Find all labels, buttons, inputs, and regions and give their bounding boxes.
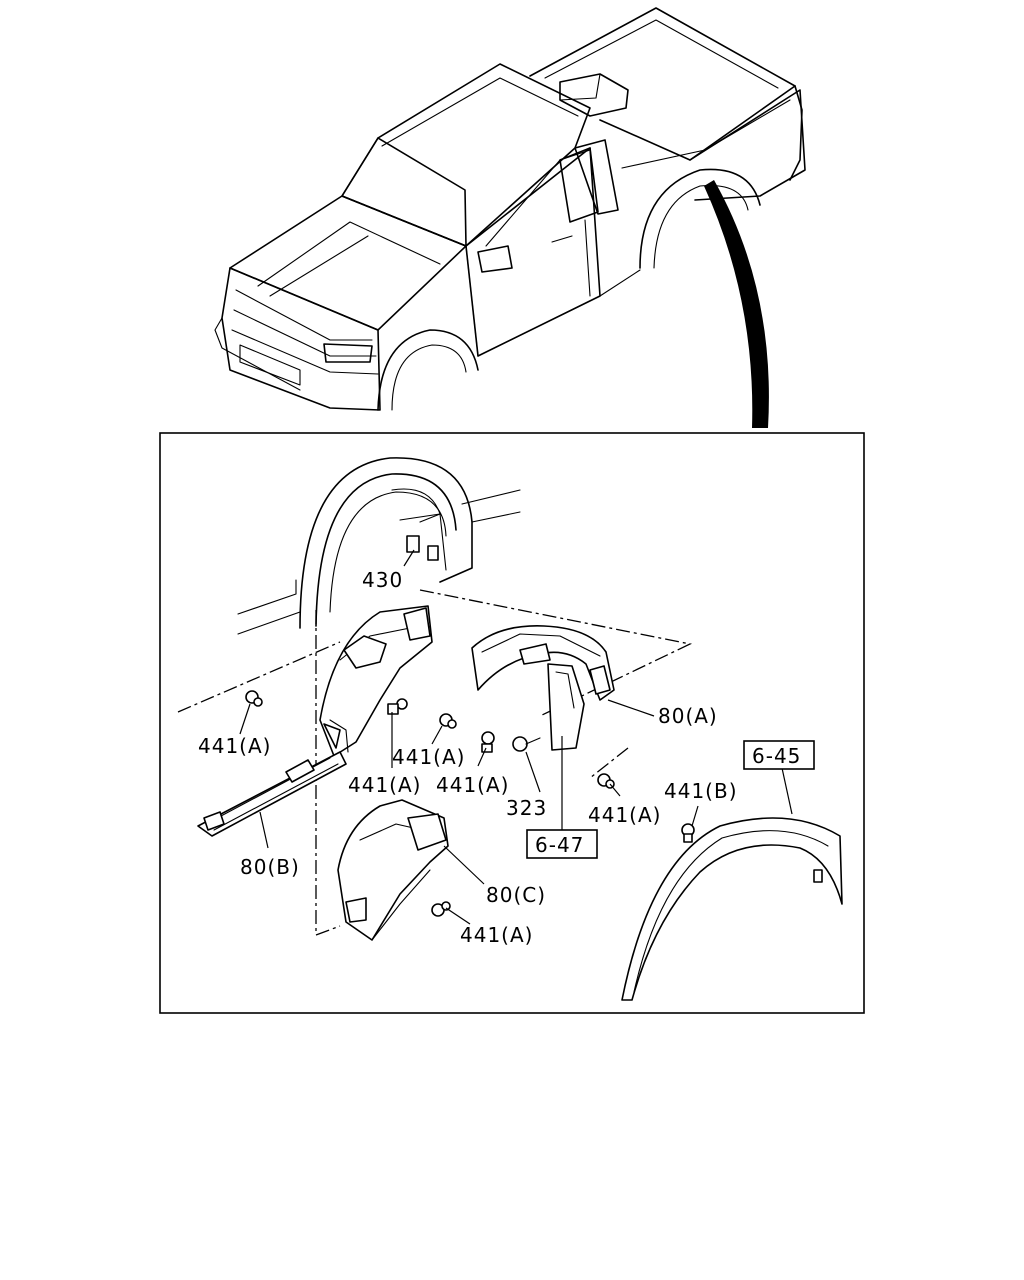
label-441a-left: 441(A) (198, 734, 271, 758)
label-441a-center-right: 441(A) (436, 773, 509, 797)
label-441a-bottom: 441(A) (460, 923, 533, 947)
label-80b: 80(B) (240, 855, 300, 879)
detail-frame (159, 432, 865, 1014)
ref-6-47-text: 6-47 (535, 833, 584, 857)
label-441a-center-lower: 441(A) (348, 773, 421, 797)
label-80c: 80(C) (486, 883, 546, 907)
body-outline (177, 489, 693, 936)
rocker-strip (197, 751, 347, 837)
front-liner (319, 605, 433, 757)
fender-flare (621, 817, 843, 1001)
truck-illustration (214, 7, 806, 411)
ref-box-6-47[interactable]: 6-47 (526, 829, 598, 859)
label-441b: 441(B) (664, 779, 738, 803)
rear-liner (471, 625, 615, 751)
ref-box-6-45[interactable]: 6-45 (743, 740, 815, 770)
label-80a: 80(A) (658, 704, 718, 728)
label-430: 430 (362, 568, 403, 592)
label-323: 323 (506, 796, 547, 820)
label-441a-right: 441(A) (588, 803, 661, 827)
callout-pointer (704, 180, 769, 428)
wheelhouse-outer (299, 457, 473, 629)
leader-lines (239, 549, 793, 925)
label-441a-center-upper: 441(A) (392, 745, 465, 769)
ref-6-45-text: 6-45 (752, 744, 801, 768)
lower-liner (337, 799, 449, 941)
